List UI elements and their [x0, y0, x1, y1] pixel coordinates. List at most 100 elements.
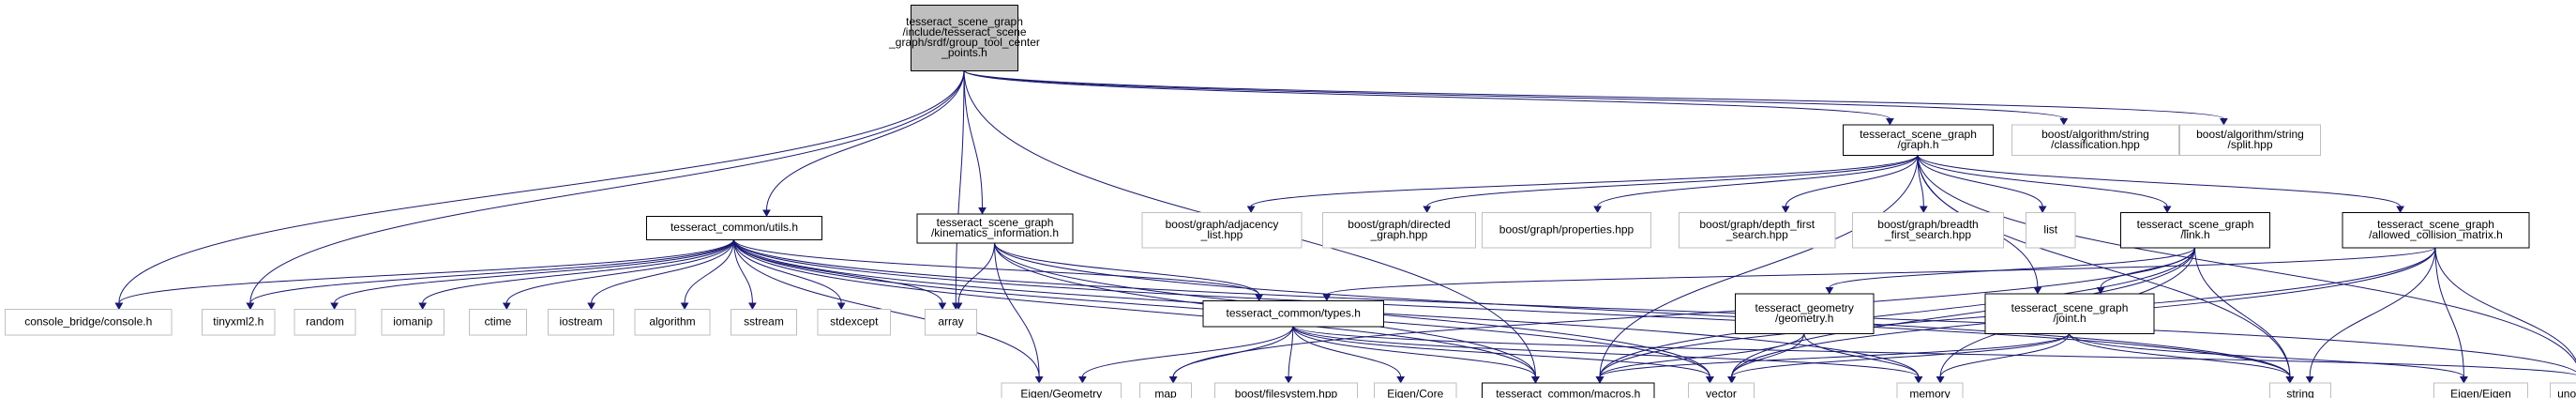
node-label-line: random — [306, 314, 344, 328]
edge-utils-to-tinyxml2 — [246, 238, 734, 310]
node-label-line: /joint.h — [2053, 312, 2086, 325]
node-boost-fs: boost/filesystem.hpp — [1214, 382, 1358, 398]
node-box — [2011, 124, 2179, 156]
edge-utils-to-random — [330, 238, 734, 310]
node-box — [1679, 212, 1836, 249]
node-box — [1482, 382, 1655, 398]
edge-types-to-eigen-geom — [1077, 326, 1294, 384]
node-acm[interactable]: tesseract_scene_graph/allowed_collision_… — [2342, 212, 2530, 249]
edge-utils-to-algorithm — [680, 238, 734, 310]
node-box — [1896, 382, 1964, 398]
edge-link-to-geometry — [1825, 247, 2195, 295]
node-iostream: iostream — [548, 309, 614, 336]
node-label-line: boost/graph/adjacency — [1166, 218, 1279, 231]
node-label-line: tinyxml2.h — [213, 314, 264, 328]
edge-types-to-boost-fs — [1284, 326, 1294, 384]
edge-types-to-vector — [1292, 326, 1714, 384]
node-ctime: ctime — [469, 309, 527, 336]
edge-utils-to-ctime — [502, 238, 734, 310]
node-box — [911, 5, 1018, 71]
node-box — [916, 213, 1074, 244]
node-label-line: tesseract_scene_graph — [2011, 301, 2129, 314]
node-console: console_bridge/console.h — [5, 309, 173, 336]
edge-graph-to-acm — [1917, 154, 2404, 213]
node-box — [1214, 382, 1358, 398]
node-dfs: boost/graph/depth_first_search.hpp — [1679, 212, 1836, 249]
edge-utils-to-console — [114, 238, 734, 310]
node-label-line: boost/graph/breadth — [1877, 218, 1978, 231]
node-label-line: unordered_map — [2557, 388, 2576, 398]
edge-root-to-boost-split — [963, 69, 2228, 126]
node-kin-info[interactable]: tesseract_scene_graph/kinematics_informa… — [916, 213, 1074, 244]
node-array: array — [925, 309, 977, 336]
node-box — [925, 309, 977, 336]
node-box — [1202, 300, 1384, 328]
node-utils[interactable]: tesseract_common/utils.h — [646, 216, 822, 240]
node-label-line: list — [2043, 222, 2057, 236]
edge-types-to-macros — [1292, 326, 1540, 384]
edge-utils-to-stdexcept — [733, 238, 846, 310]
node-label-line: algorithm — [649, 314, 695, 328]
node-iomanip: iomanip — [381, 309, 444, 336]
edge-types-to-umap — [1292, 326, 2576, 375]
node-label-line: /allowed_collision_matrix.h — [2369, 228, 2503, 241]
node-label-line: tesseract_geometry — [1755, 301, 1854, 314]
edge-root-to-boost-class — [963, 69, 2069, 126]
node-string: string — [2269, 382, 2331, 398]
node-link[interactable]: tesseract_scene_graph/link.h — [2120, 212, 2270, 249]
node-algorithm: algorithm — [634, 309, 711, 336]
edge-graph-to-dfs — [1781, 154, 1919, 213]
edge-joint-to-macros — [1595, 332, 2070, 384]
node-label-line: iomanip — [393, 314, 432, 328]
edge-types-to-map — [1168, 326, 1294, 384]
node-umap: unordered_map — [2550, 382, 2576, 398]
node-label-line: /geometry.h — [1775, 312, 1833, 325]
node-box — [469, 309, 527, 336]
node-label-line: Eigen/Geometry — [1020, 388, 1102, 398]
node-box — [1141, 212, 1303, 249]
node-stdexcept: stdexcept — [817, 309, 891, 336]
edge-joint-to-memory — [1936, 332, 2070, 384]
node-box — [2269, 382, 2331, 398]
node-box — [2120, 212, 2270, 249]
node-bfs: boost/graph/breadth_first_search.hpp — [1852, 212, 2004, 249]
node-box — [294, 309, 356, 336]
node-root[interactable]: tesseract_scene_graph/include/tesseract_… — [888, 5, 1040, 71]
edge-utils-to-iomanip — [418, 238, 734, 310]
node-vector: vector — [1688, 382, 1755, 398]
edge-joint-to-eigen-eigen — [2069, 332, 2468, 384]
edge-root-to-tinyxml2 — [246, 69, 965, 310]
node-label-line: tesseract_scene_graph — [2137, 218, 2254, 231]
node-box — [646, 216, 822, 240]
node-label-line: sstream — [744, 314, 784, 328]
node-box — [2550, 382, 2576, 398]
nodes-layer: tesseract_scene_graph/include/tesseract_… — [5, 5, 2576, 398]
node-joint[interactable]: tesseract_scene_graph/joint.h — [1984, 293, 2155, 334]
edge-acm-to-types — [1322, 247, 2436, 301]
node-box — [1984, 293, 2155, 334]
edge-graph-to-properties — [1593, 154, 1919, 213]
node-macros[interactable]: tesseract_common/macros.h — [1482, 382, 1655, 398]
node-eigen-geom: Eigen/Geometry — [1001, 382, 1122, 398]
node-box — [634, 309, 711, 336]
node-box — [1688, 382, 1755, 398]
node-label-line: /split.hpp — [2227, 138, 2272, 151]
node-label-line: tesseract_scene_graph — [2377, 218, 2494, 231]
edge-kin-info-to-types — [994, 242, 1264, 301]
node-geometry[interactable]: tesseract_geometry/geometry.h — [1735, 293, 1875, 334]
node-label-line: _graph.hpp — [1370, 228, 1428, 241]
node-types[interactable]: tesseract_common/types.h — [1202, 300, 1384, 328]
node-box — [1852, 212, 2004, 249]
edge-joint-to-string — [2069, 332, 2295, 384]
node-label-line: ctime — [485, 314, 512, 328]
edge-utils-to-iostream — [587, 238, 734, 310]
edge-root-to-kin-info — [963, 69, 987, 215]
node-box — [381, 309, 444, 336]
node-label-line: Eigen/Eigen — [2450, 388, 2511, 398]
node-graph[interactable]: tesseract_scene_graph/graph.h — [1843, 124, 1994, 156]
node-memory: memory — [1896, 382, 1964, 398]
node-label-line: vector — [1706, 388, 1737, 398]
node-box — [817, 309, 891, 336]
node-label-line: map — [1154, 388, 1177, 398]
